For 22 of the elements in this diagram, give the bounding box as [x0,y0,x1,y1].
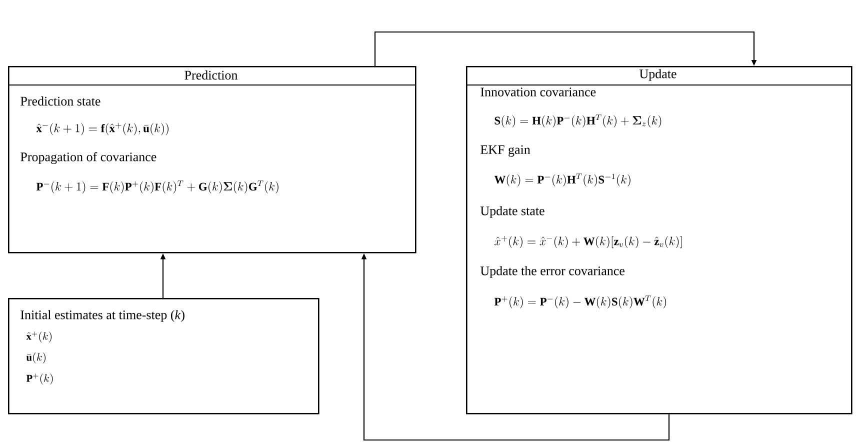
equation: $\mathbf{P}^{+}(k)=\mathbf{P}^{-}(k)-\mathbf{W}(k)\mathbf{S}(k)\mathbf{W}^{T}(k)$ [494,296,666,308]
section-heading: EKF gain [480,145,530,157]
equation: $\mathbf{S}(k)=\mathbf{H}(k)\mathbf{P}^{-}(k)\mathbf{H}^{T}(k)+\boldsymbol{\Sigma}_{z}(k)$ [494,114,662,128]
box-heading: Prediction [184,70,238,80]
box-heading: Update [640,69,676,81]
equation: $\mathbf{P}^{-}(k+1)=\mathbf{F}(k)\mathbf{P}^{+}(k)\mathbf{F}(k)^{T}+\mathbf{G}(k)\boldsymbol{\Sigma}(k)\mathbf{G}^{T}(k)$ [36,180,278,194]
equation: $\hat{\mathbf{x}}^{-}(k+1)=\mathbf{f}(\hat{\mathbf{x}}^{+}(k),\bar{\mathbf{u}}(k))$ [36,122,168,136]
equation: $\bar{\mathbf{u}}(k)$ [26,352,46,364]
equation: $\mathbf{P}^{+}(k)$ [26,373,53,385]
process-box [8,66,416,254]
section-heading: Propagation of covariance [20,152,156,164]
section-heading: Update state [480,206,544,218]
process-box [8,298,320,414]
section-heading: Initial estimates at time-step (k) [20,310,184,322]
equation: $\hat{x}^{+}(k)=\hat{x}^{-}(k)+\mathbf{W}(k)[\mathbf{z}_{v}(k)-\hat{\mathbf{z}}_{v}(k)]$ [494,236,682,248]
process-box [466,66,852,414]
arrow [374,31,757,66]
section-heading: Innovation covariance [480,88,596,96]
section-heading: Update the error covariance [480,266,624,278]
section-heading: Prediction state [20,96,100,106]
equation: $\mathbf{W}(k)=\mathbf{P}^{-}(k)\mathbf{H}^{T}(k)\mathbf{S}^{-1}(k)$ [494,174,630,186]
equation: $\hat{\mathbf{x}}^{+}(k)$ [26,331,52,343]
